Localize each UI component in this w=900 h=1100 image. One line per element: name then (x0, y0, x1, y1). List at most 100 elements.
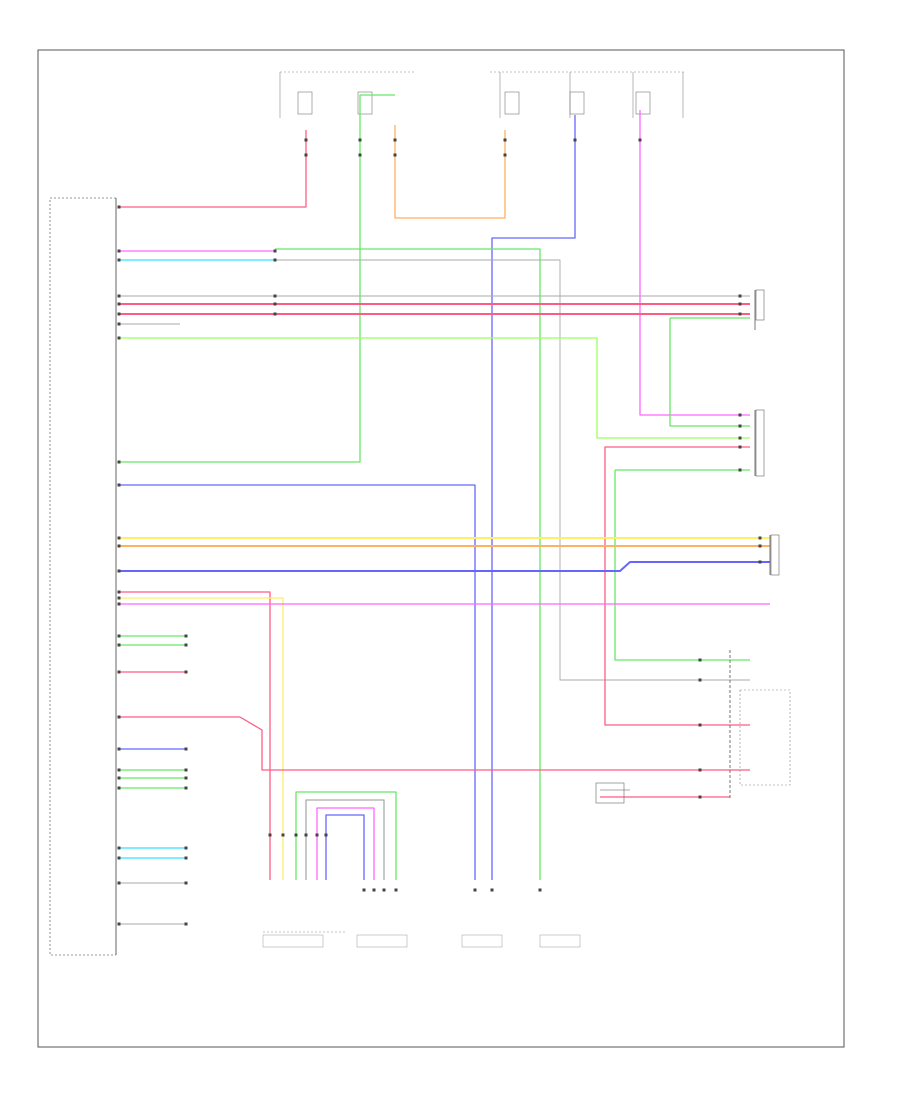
sensor-8 (739, 689, 791, 786)
ecm-pin-3 (117, 294, 121, 298)
wire-blue-top (491, 115, 576, 880)
fuse-1 (297, 91, 313, 115)
connector-13 (573, 138, 577, 142)
connector-46 (394, 888, 398, 892)
connector-25 (758, 560, 762, 564)
sensor-1 (262, 934, 324, 948)
connector-53 (698, 768, 702, 772)
bottom-components (262, 931, 581, 948)
connector-4 (273, 312, 277, 316)
ecm-pin-17 (117, 643, 121, 647)
connector-15 (738, 302, 742, 306)
wire-green-loop (295, 791, 397, 880)
ecm-pin-12 (117, 569, 121, 573)
ecm-pin-4 (117, 302, 121, 306)
connector-7 (358, 138, 362, 142)
wire-green-side (669, 318, 750, 427)
ecm-pin-15 (117, 602, 121, 606)
connector-47 (473, 888, 477, 892)
wire-blue-571 (120, 561, 770, 572)
connector-37 (268, 833, 272, 837)
connector-1 (273, 258, 277, 262)
connector-markers (117, 138, 762, 926)
connector-42 (324, 833, 328, 837)
connector-35 (184, 881, 188, 885)
sensor-6 (755, 409, 765, 477)
connector-54 (698, 795, 702, 799)
connector-17 (738, 294, 742, 298)
connector-18 (738, 413, 742, 417)
connector-44 (372, 888, 376, 892)
ecm-pin-26 (117, 881, 121, 885)
wire-pink-top (120, 130, 307, 208)
wire-lime-338 (120, 337, 750, 439)
right-components (595, 289, 791, 804)
ecm-pin-23 (117, 786, 121, 790)
connector-40 (304, 833, 308, 837)
ecm-pin-18 (117, 670, 121, 674)
wire-gray-loop (305, 799, 385, 880)
fuse-4 (569, 91, 585, 115)
connector-45 (382, 888, 386, 892)
ecm-pin-20 (117, 747, 121, 751)
ecm-pin-9 (117, 483, 121, 487)
connector-11 (503, 138, 507, 142)
wire-pink-717 (120, 716, 750, 771)
connector-22 (738, 468, 742, 472)
connector-52 (698, 723, 702, 727)
connector-48 (490, 888, 494, 892)
wire-magenta-top (639, 110, 750, 416)
wire-yellow-598 (120, 597, 284, 880)
connector-29 (184, 747, 188, 751)
wire-pink-447 (604, 446, 750, 460)
connector-49 (538, 888, 542, 892)
wire-blue-loop (325, 814, 365, 880)
connector-16 (738, 312, 742, 316)
connector-26 (184, 634, 188, 638)
connector-38 (281, 833, 285, 837)
sensor-5 (755, 289, 765, 321)
ecm-pin-14 (117, 596, 121, 600)
connector-5 (304, 138, 308, 142)
ecm-pin-25 (117, 856, 121, 860)
connector-41 (315, 833, 319, 837)
wire-gray-260 (275, 259, 750, 681)
connector-0 (273, 249, 277, 253)
ecm-pin-16 (117, 634, 121, 638)
connector-3 (273, 302, 277, 306)
connector-39 (294, 833, 298, 837)
connector-28 (184, 670, 188, 674)
ecm-pin-7 (117, 336, 121, 340)
connector-33 (184, 846, 188, 850)
connector-23 (758, 536, 762, 540)
connector-32 (184, 786, 188, 790)
ecm-outline (49, 197, 116, 956)
connector-31 (184, 776, 188, 780)
wire-pink-592 (120, 591, 271, 880)
wires (120, 94, 770, 925)
fuse-2 (357, 91, 373, 115)
ecm-pin-10 (117, 536, 121, 540)
ecm-pin-24 (117, 846, 121, 850)
sensor-4 (539, 934, 581, 948)
fuse-3 (504, 91, 520, 115)
relay-box (595, 782, 625, 804)
connector-6 (304, 153, 308, 157)
ecm-pin-0 (117, 205, 121, 209)
connector-30 (184, 768, 188, 772)
connector-50 (698, 658, 702, 662)
ecm-pin-8 (117, 460, 121, 464)
ecm-pin-1 (117, 249, 121, 253)
ecm-pin-5 (117, 312, 121, 316)
wire-green-lower (614, 470, 750, 661)
ecm-pin-19 (117, 715, 121, 719)
ecm-pin-27 (117, 922, 121, 926)
power-sources (279, 71, 685, 118)
fuse-5 (635, 91, 651, 115)
wire-magenta-loop (316, 807, 375, 880)
connector-51 (698, 678, 702, 682)
connector-34 (184, 856, 188, 860)
connector-12 (503, 153, 507, 157)
wire-pink-lower (604, 460, 750, 726)
